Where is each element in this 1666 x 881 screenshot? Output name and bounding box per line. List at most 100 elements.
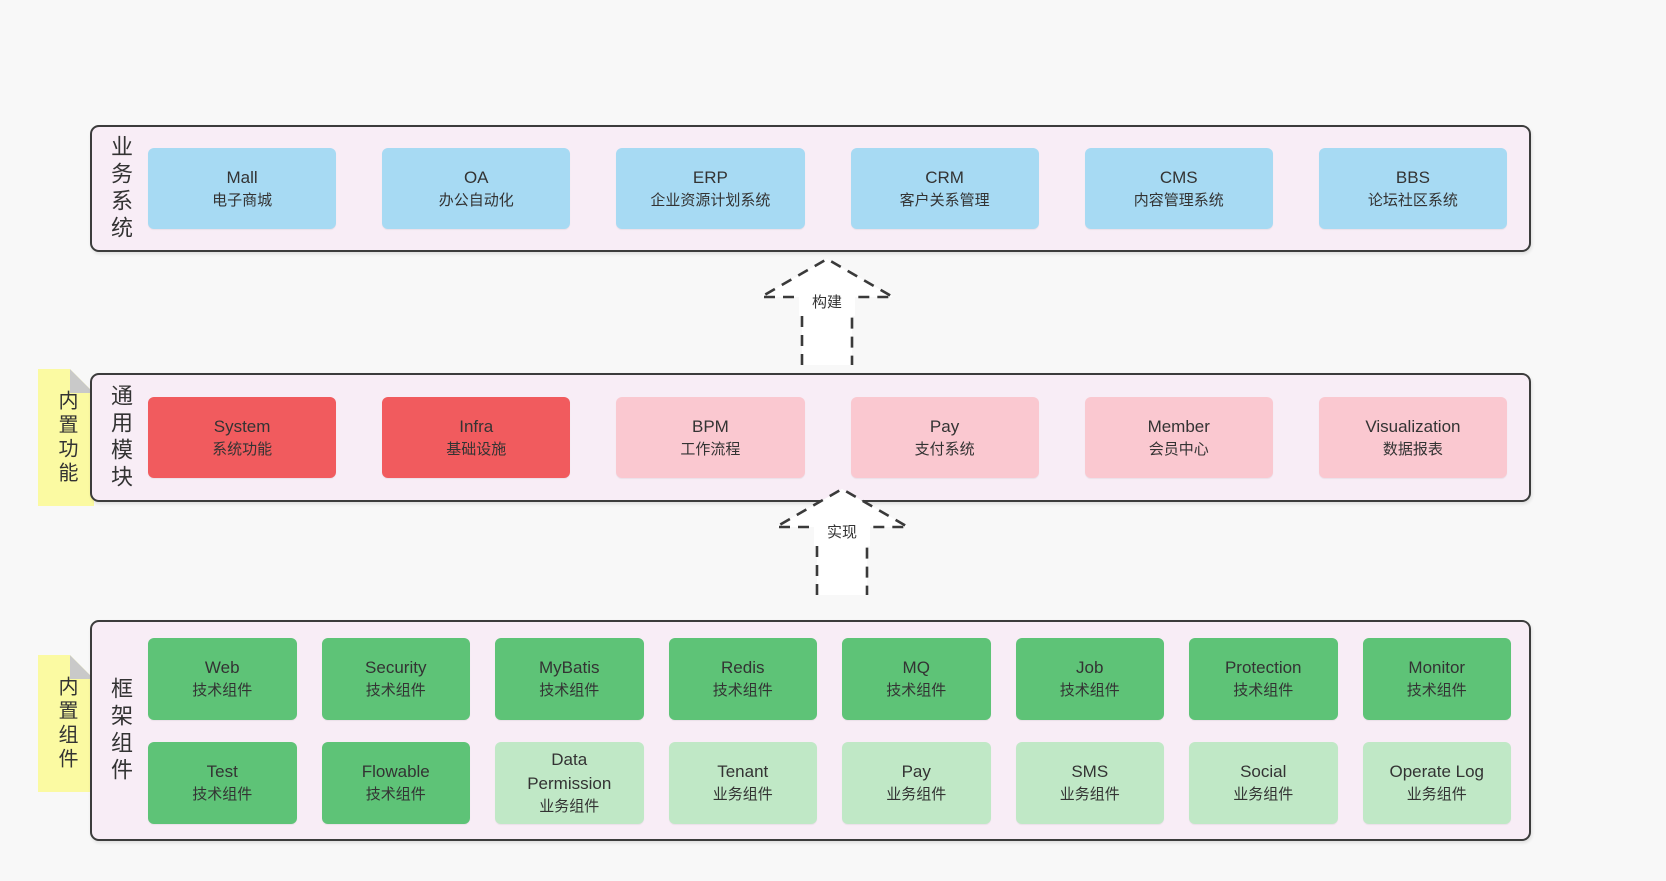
box-subtitle: 业务组件 xyxy=(539,797,600,815)
box-subtitle: 业务组件 xyxy=(712,785,773,803)
box-title: Pay xyxy=(901,762,931,782)
box-title: SMS xyxy=(1071,762,1109,782)
box-visualization: Visualization 数据报表 xyxy=(1318,397,1507,478)
box-subtitle: 系统功能 xyxy=(212,440,273,458)
box-title: BPM xyxy=(691,417,729,437)
box-social: Social 业务组件 xyxy=(1189,741,1338,824)
module-boxes: System 系统功能 Infra 基础设施 BPM 工作流程 Pay 支付系统… xyxy=(148,397,1529,478)
box-test: Test 技术组件 xyxy=(148,741,297,824)
box-title: Monitor xyxy=(1408,658,1466,678)
box-subtitle: 技术组件 xyxy=(712,681,773,699)
box-erp: ERP 企业资源计划系统 xyxy=(616,148,805,229)
box-title: Mall xyxy=(226,168,258,188)
box-subtitle: 论坛社区系统 xyxy=(1367,191,1458,209)
box-mq: MQ 技术组件 xyxy=(842,637,991,720)
box-protection: Protection 技术组件 xyxy=(1189,637,1338,720)
box-subtitle: 技术组件 xyxy=(539,681,600,699)
box-title: CRM xyxy=(925,168,964,188)
box-pay-component: Pay 业务组件 xyxy=(842,741,991,824)
box-subtitle: 业务组件 xyxy=(1059,785,1120,803)
box-system: System 系统功能 xyxy=(148,397,337,478)
box-subtitle: 技术组件 xyxy=(886,681,947,699)
arrow-label: 实现 xyxy=(827,524,857,541)
box-web: Web 技术组件 xyxy=(148,637,297,720)
box-title: Flowable xyxy=(361,762,430,782)
box-subtitle: 业务组件 xyxy=(1233,785,1294,803)
box-oa: OA 办公自动化 xyxy=(382,148,571,229)
box-title: Member xyxy=(1147,417,1210,437)
box-crm: CRM 客户关系管理 xyxy=(850,148,1039,229)
box-subtitle: 电子商城 xyxy=(212,191,273,209)
box-title: BBS xyxy=(1395,168,1430,188)
section-business-systems: 业务系统 Mall 电子商城 OA 办公自动化 ERP 企业资源计划系统 CRM… xyxy=(90,125,1531,252)
arrow-label-bg xyxy=(799,286,855,316)
box-job: Job 技术组件 xyxy=(1015,637,1164,720)
box-title: System xyxy=(213,417,271,437)
box-subtitle: 内容管理系统 xyxy=(1133,191,1224,209)
box-title: Social xyxy=(1240,762,1287,782)
sticky-note-built-in-components: 内置组件 xyxy=(38,655,94,792)
box-cms: CMS 内容管理系统 xyxy=(1084,148,1273,229)
arrow-label-bg xyxy=(814,516,870,546)
box-title: Web xyxy=(204,658,240,678)
arrow-implement: 实现 xyxy=(771,487,913,595)
box-subtitle: 技术组件 xyxy=(365,785,426,803)
box-redis: Redis 技术组件 xyxy=(668,637,817,720)
box-flowable: Flowable 技术组件 xyxy=(321,741,470,824)
box-subtitle: 办公自动化 xyxy=(438,191,514,209)
box-security: Security 技术组件 xyxy=(321,637,470,720)
arrow-build: 构建 xyxy=(756,257,898,365)
section-label-column: 通用模块 xyxy=(92,375,148,500)
section-label-column: 框架组件 xyxy=(92,622,148,839)
section-framework-components: 框架组件 Web 技术组件 Security 技术组件 MyBatis 技术组件… xyxy=(90,620,1531,841)
box-data-permission: Data Permission 业务组件 xyxy=(495,741,644,824)
box-title: Tenant xyxy=(717,762,769,782)
section-common-modules: 通用模块 System 系统功能 Infra 基础设施 BPM 工作流程 Pay… xyxy=(90,373,1531,502)
box-title: ERP xyxy=(692,168,728,188)
box-subtitle: 支付系统 xyxy=(914,440,975,458)
box-title: MyBatis xyxy=(539,658,600,678)
box-subtitle: 技术组件 xyxy=(1406,681,1467,699)
box-sms: SMS 业务组件 xyxy=(1015,741,1164,824)
box-title: Protection xyxy=(1224,658,1302,678)
box-title: Security xyxy=(365,658,427,678)
box-title: Visualization xyxy=(1365,417,1461,437)
sticky-note-built-in-features: 内置功能 xyxy=(38,369,94,506)
box-subtitle: 业务组件 xyxy=(886,785,947,803)
box-subtitle: 数据报表 xyxy=(1382,440,1443,458)
box-subtitle: 技术组件 xyxy=(365,681,426,699)
box-subtitle: 客户关系管理 xyxy=(899,191,990,209)
section-label: 业务系统 xyxy=(108,134,133,243)
box-subtitle: 基础设施 xyxy=(446,440,507,458)
box-subtitle: 技术组件 xyxy=(192,681,253,699)
box-mybatis: MyBatis 技术组件 xyxy=(495,637,644,720)
box-bpm: BPM 工作流程 xyxy=(616,397,805,478)
box-title: OA xyxy=(463,168,489,188)
box-title: Job xyxy=(1076,658,1104,678)
box-subtitle: 工作流程 xyxy=(680,440,741,458)
component-boxes: Web 技术组件 Security 技术组件 MyBatis 技术组件 Redi… xyxy=(148,637,1529,824)
section-label-column: 业务系统 xyxy=(92,127,148,250)
box-subtitle: 技术组件 xyxy=(192,785,253,803)
note-label: 内置功能 xyxy=(55,389,77,486)
box-tenant: Tenant 业务组件 xyxy=(668,741,817,824)
box-subtitle: 技术组件 xyxy=(1233,681,1294,699)
box-title: Test xyxy=(206,762,238,782)
box-subtitle: 技术组件 xyxy=(1059,681,1120,699)
arrow-label: 构建 xyxy=(812,294,842,311)
box-member: Member 会员中心 xyxy=(1084,397,1273,478)
box-title: Redis xyxy=(721,658,765,678)
business-boxes: Mall 电子商城 OA 办公自动化 ERP 企业资源计划系统 CRM 客户关系… xyxy=(148,148,1529,229)
box-title: Data Permission xyxy=(527,750,612,793)
box-subtitle: 业务组件 xyxy=(1406,785,1467,803)
box-bbs: BBS 论坛社区系统 xyxy=(1318,148,1507,229)
box-monitor: Monitor 技术组件 xyxy=(1362,637,1511,720)
box-title: MQ xyxy=(902,658,930,678)
box-title: CMS xyxy=(1159,168,1198,188)
box-mall: Mall 电子商城 xyxy=(148,148,337,229)
box-infra: Infra 基础设施 xyxy=(382,397,571,478)
section-label: 框架组件 xyxy=(108,676,133,785)
box-pay-module: Pay 支付系统 xyxy=(850,397,1039,478)
box-operate-log: Operate Log 业务组件 xyxy=(1362,741,1511,824)
